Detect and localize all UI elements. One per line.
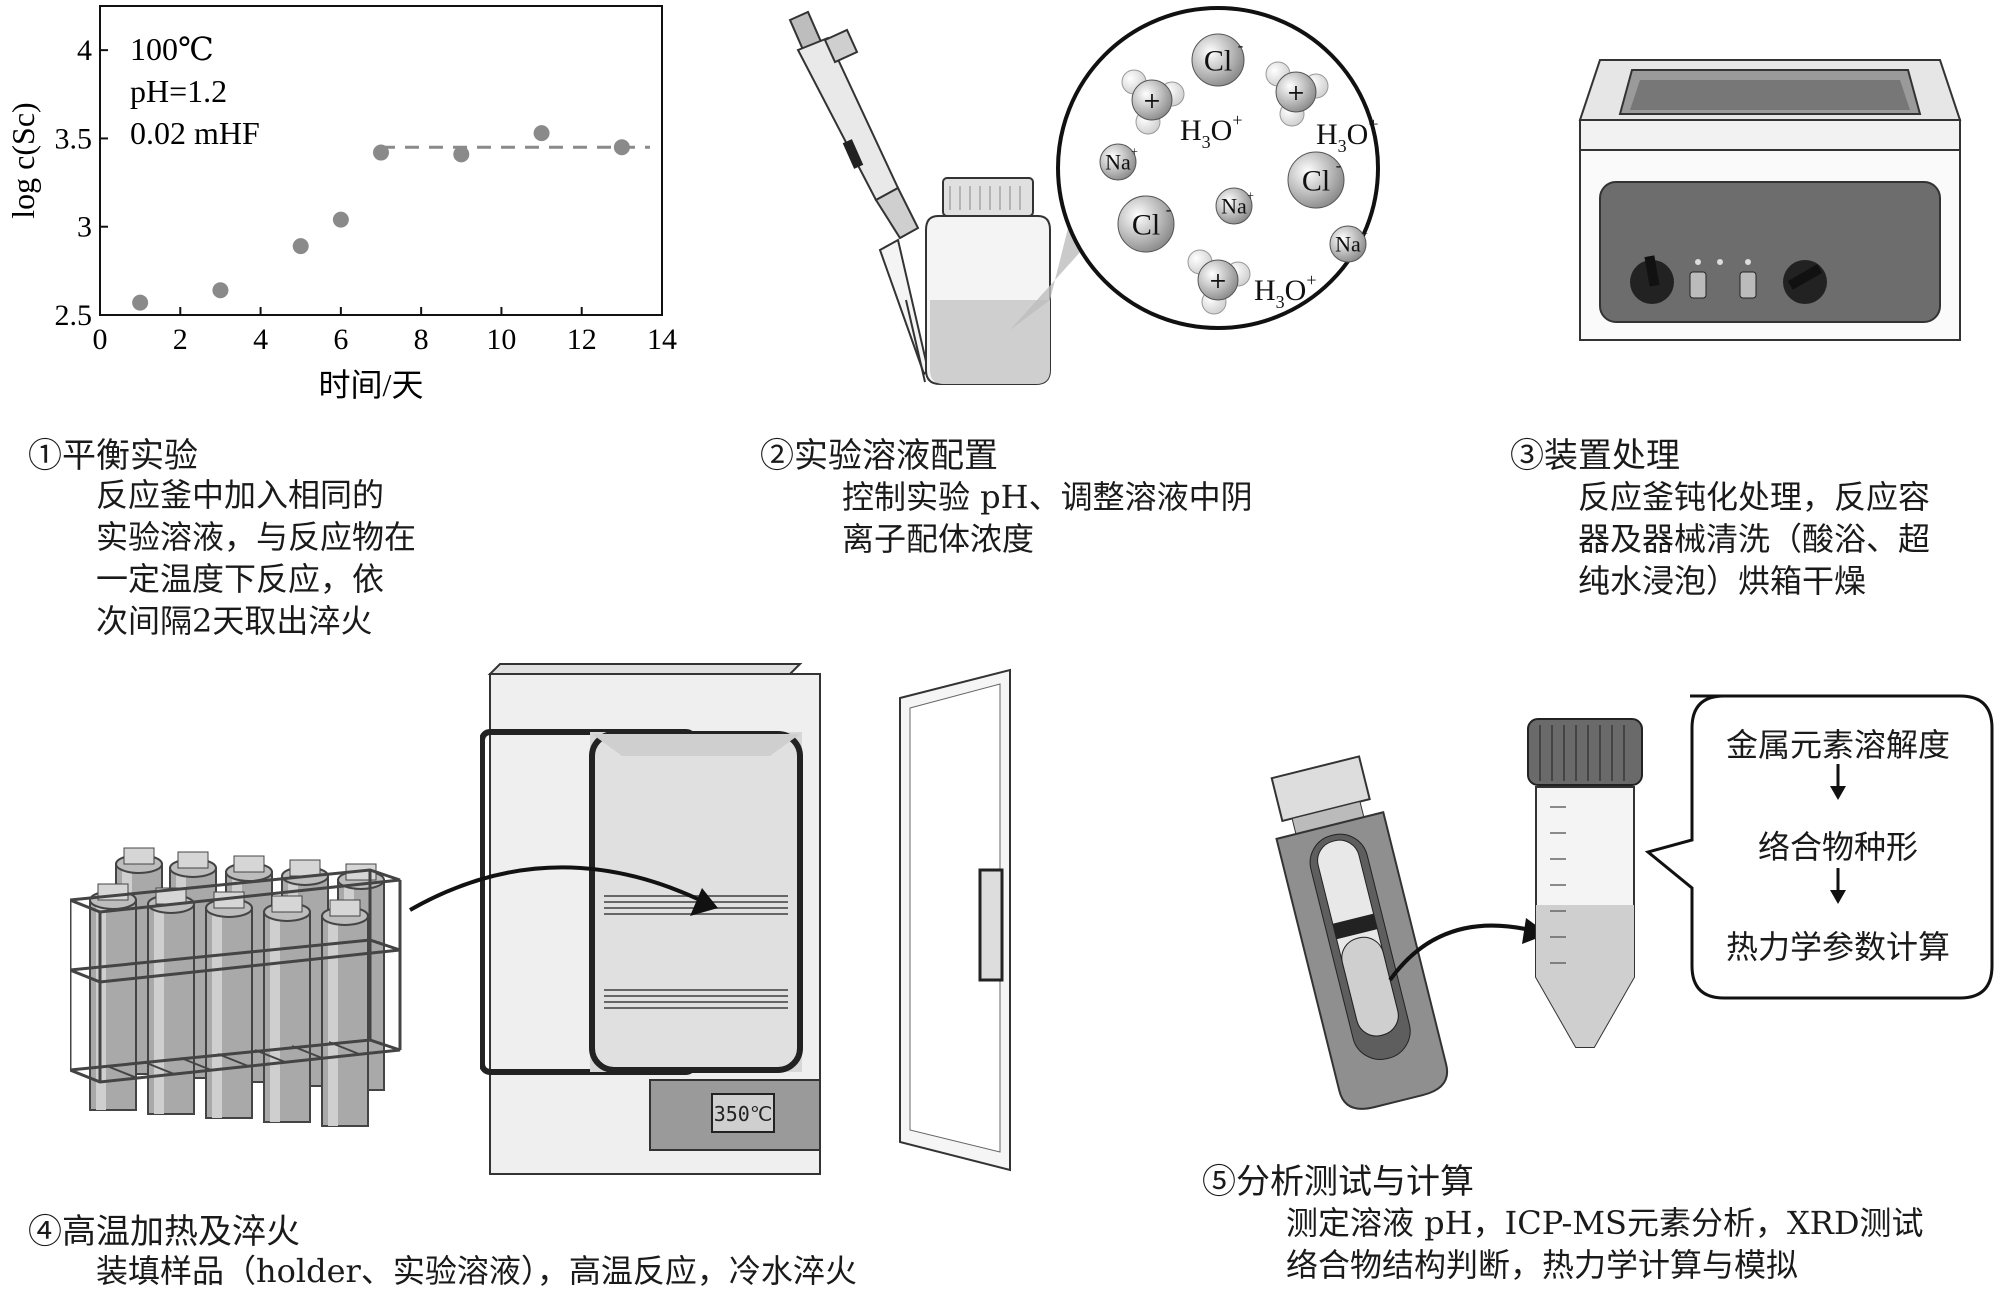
chloride-ion-charge: - [1166,200,1172,219]
step3-title: ③装置处理 [1510,436,1680,476]
x-tick-label: 12 [567,323,597,356]
chloride-ion [1287,151,1345,209]
chloride-ion [1117,195,1175,253]
x-tick-label: 10 [486,323,516,356]
chloride-ion-charge: - [1336,156,1342,175]
step2-title: ②实验溶液配置 [760,436,998,476]
chloride-ion [1191,33,1245,87]
step2-body: 控制实验 pH、调整溶液中阴 离子配体浓度 [842,478,1253,558]
sodium-ion-charge: + [1247,188,1254,202]
y-axis-label: log c(Sc) [5,102,41,218]
y-tick-label: 4 [77,34,92,67]
chart-annotation: pH=1.2 [130,73,227,109]
data-point [453,146,470,163]
chloride-ion-charge: - [1238,36,1244,55]
reagent-bottle-icon [925,177,1051,385]
x-tick-label: 8 [414,323,429,356]
chart-annotation: 100℃ [130,31,214,67]
step5-title: ⑤分析测试与计算 [1202,1162,1474,1202]
sodium-ion [1099,143,1137,181]
oxygen-atom [1275,71,1317,113]
plus-sign: + [1143,89,1161,114]
bubble-item-thermodynamics: 热力学参数计算 [1725,928,1950,966]
solution-illustration: Cl-Cl-Cl-Na+Na+Na++H3O++H3O++H3O+ [788,6,1380,385]
y-tick-label: 3 [77,211,92,244]
x-tick-label: 2 [173,323,188,356]
data-point [613,139,630,156]
step4-body: 装填样品（holder、实验溶液），高温反应，冷水淬火 [96,1252,857,1290]
chloride-ion-label: Cl [1302,165,1330,198]
sodium-ion [1329,225,1367,263]
data-point [132,294,149,311]
data-point [212,282,229,299]
chloride-ion-label: Cl [1132,209,1160,242]
reactor-rack-icon [70,847,402,1127]
sodium-ion-label: Na [1335,232,1361,257]
sodium-ion-charge: + [1131,144,1138,158]
centrifuge-tube-icon [1527,718,1643,1048]
step4-title: ④高温加热及淬火 [28,1212,300,1252]
step3-body: 反应釜钝化处理，反应容 器及器械清洗（酸浴、超 纯水浸泡）烘箱干燥 [1578,478,1931,600]
plus-sign: + [1287,81,1305,106]
data-point [332,211,349,228]
chloride-ion-label: Cl [1204,45,1232,78]
x-tick-label: 6 [333,323,348,356]
oxygen-atom [1131,79,1173,121]
data-point [292,238,309,255]
x-tick-label: 14 [647,323,677,356]
sodium-ion-charge: + [1361,226,1368,240]
down-arrow-icon [1828,866,1848,906]
plot-frame [99,5,663,316]
sodium-ion-label: Na [1105,150,1131,175]
x-tick-label: 0 [93,323,108,356]
down-arrow-icon [1828,762,1848,802]
chart-annotation: 0.02 mHF [130,115,260,151]
plus-sign: + [1209,269,1227,294]
equilibrium-chart: 0 2 4 6 8 10 12 14 2.5 3 3.5 4 时间/天 log c(Sc) 100℃ pH=1… [5,5,677,403]
transfer-arrow-icon [409,865,718,916]
rack-frame [70,870,402,1082]
speech-bubble-shape [1644,694,1994,1000]
step1-title: ①平衡实验 [28,436,198,476]
bubble-item-speciation: 络合物种形 [1757,828,1918,866]
hydronium-label: H3O+ [1180,110,1243,152]
bubble-item-solubility: 金属元素溶解度 [1725,726,1950,764]
data-point [533,125,550,142]
sodium-ion-label: Na [1221,194,1247,219]
ultrasonic-cleaner-icon [1578,59,1962,341]
step5-body: 测定溶液 pH，ICP-MS元素分析，XRD测试 络合物结构判断，热力学计算与模… [1286,1204,1924,1284]
y-tick-label: 2.5 [55,299,93,332]
pipette-icon [788,10,930,383]
step1-body: 反应釜中加入相同的 实验溶液，与反应物在 一定温度下反应，依 次间隔2天取出淬火 [96,476,417,640]
data-point [373,144,389,161]
x-axis-label: 时间/天 [319,367,424,403]
sample-holder-icon [1270,755,1449,1110]
oven-temperature-display: 350℃ [714,1102,773,1126]
sodium-ion [1215,187,1253,225]
oxygen-atom [1197,259,1239,301]
hydronium-label: H3O+ [1254,270,1317,312]
y-tick-label: 3.5 [55,122,93,155]
hydronium-label: H3O+ [1316,114,1379,156]
x-tick-label: 4 [253,323,268,356]
